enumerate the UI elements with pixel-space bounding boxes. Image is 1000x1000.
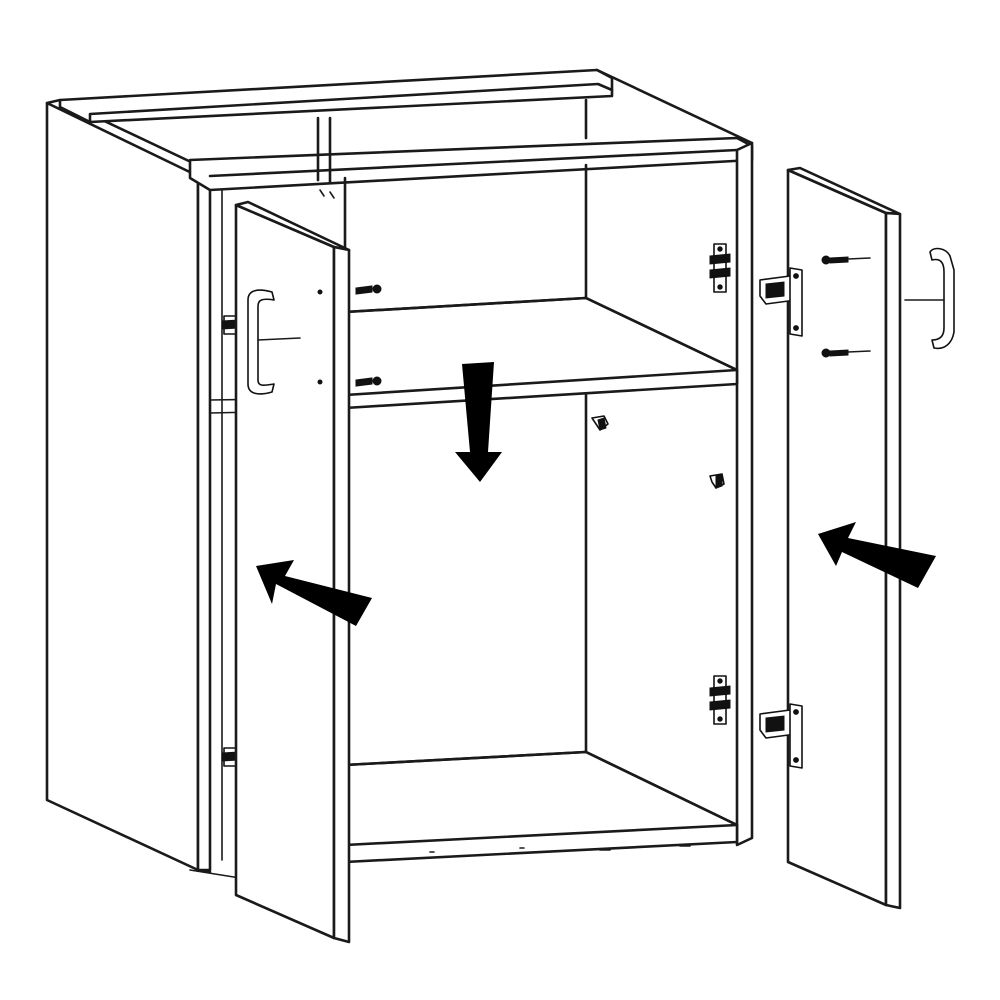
handle-screw xyxy=(355,284,382,295)
bottom-panel xyxy=(343,750,739,864)
right-side-panel xyxy=(735,141,754,847)
hinge-mounting-plate xyxy=(221,747,239,767)
cabinet-carcass xyxy=(45,68,754,879)
concealed-hinge xyxy=(759,267,803,337)
attach-left-door-arrow xyxy=(256,560,372,626)
handle-screw xyxy=(821,255,871,265)
handle-screw xyxy=(821,348,871,358)
top-back-rail xyxy=(58,68,614,124)
attach-right-door-arrow xyxy=(818,522,936,588)
shelf-support-peg xyxy=(709,473,725,489)
shelf-support-peg xyxy=(591,415,609,431)
hinge-mounting-plate xyxy=(709,243,731,293)
adjustable-shelf xyxy=(209,296,739,414)
insert-shelf-arrow xyxy=(455,362,502,482)
hinge-mounting-plate xyxy=(709,675,731,725)
left-side-panel xyxy=(45,101,200,872)
floor-dust xyxy=(429,845,691,853)
door-handle xyxy=(247,289,301,395)
concealed-hinge xyxy=(759,703,803,769)
door-handle xyxy=(904,247,955,350)
handle-screw xyxy=(355,376,382,387)
